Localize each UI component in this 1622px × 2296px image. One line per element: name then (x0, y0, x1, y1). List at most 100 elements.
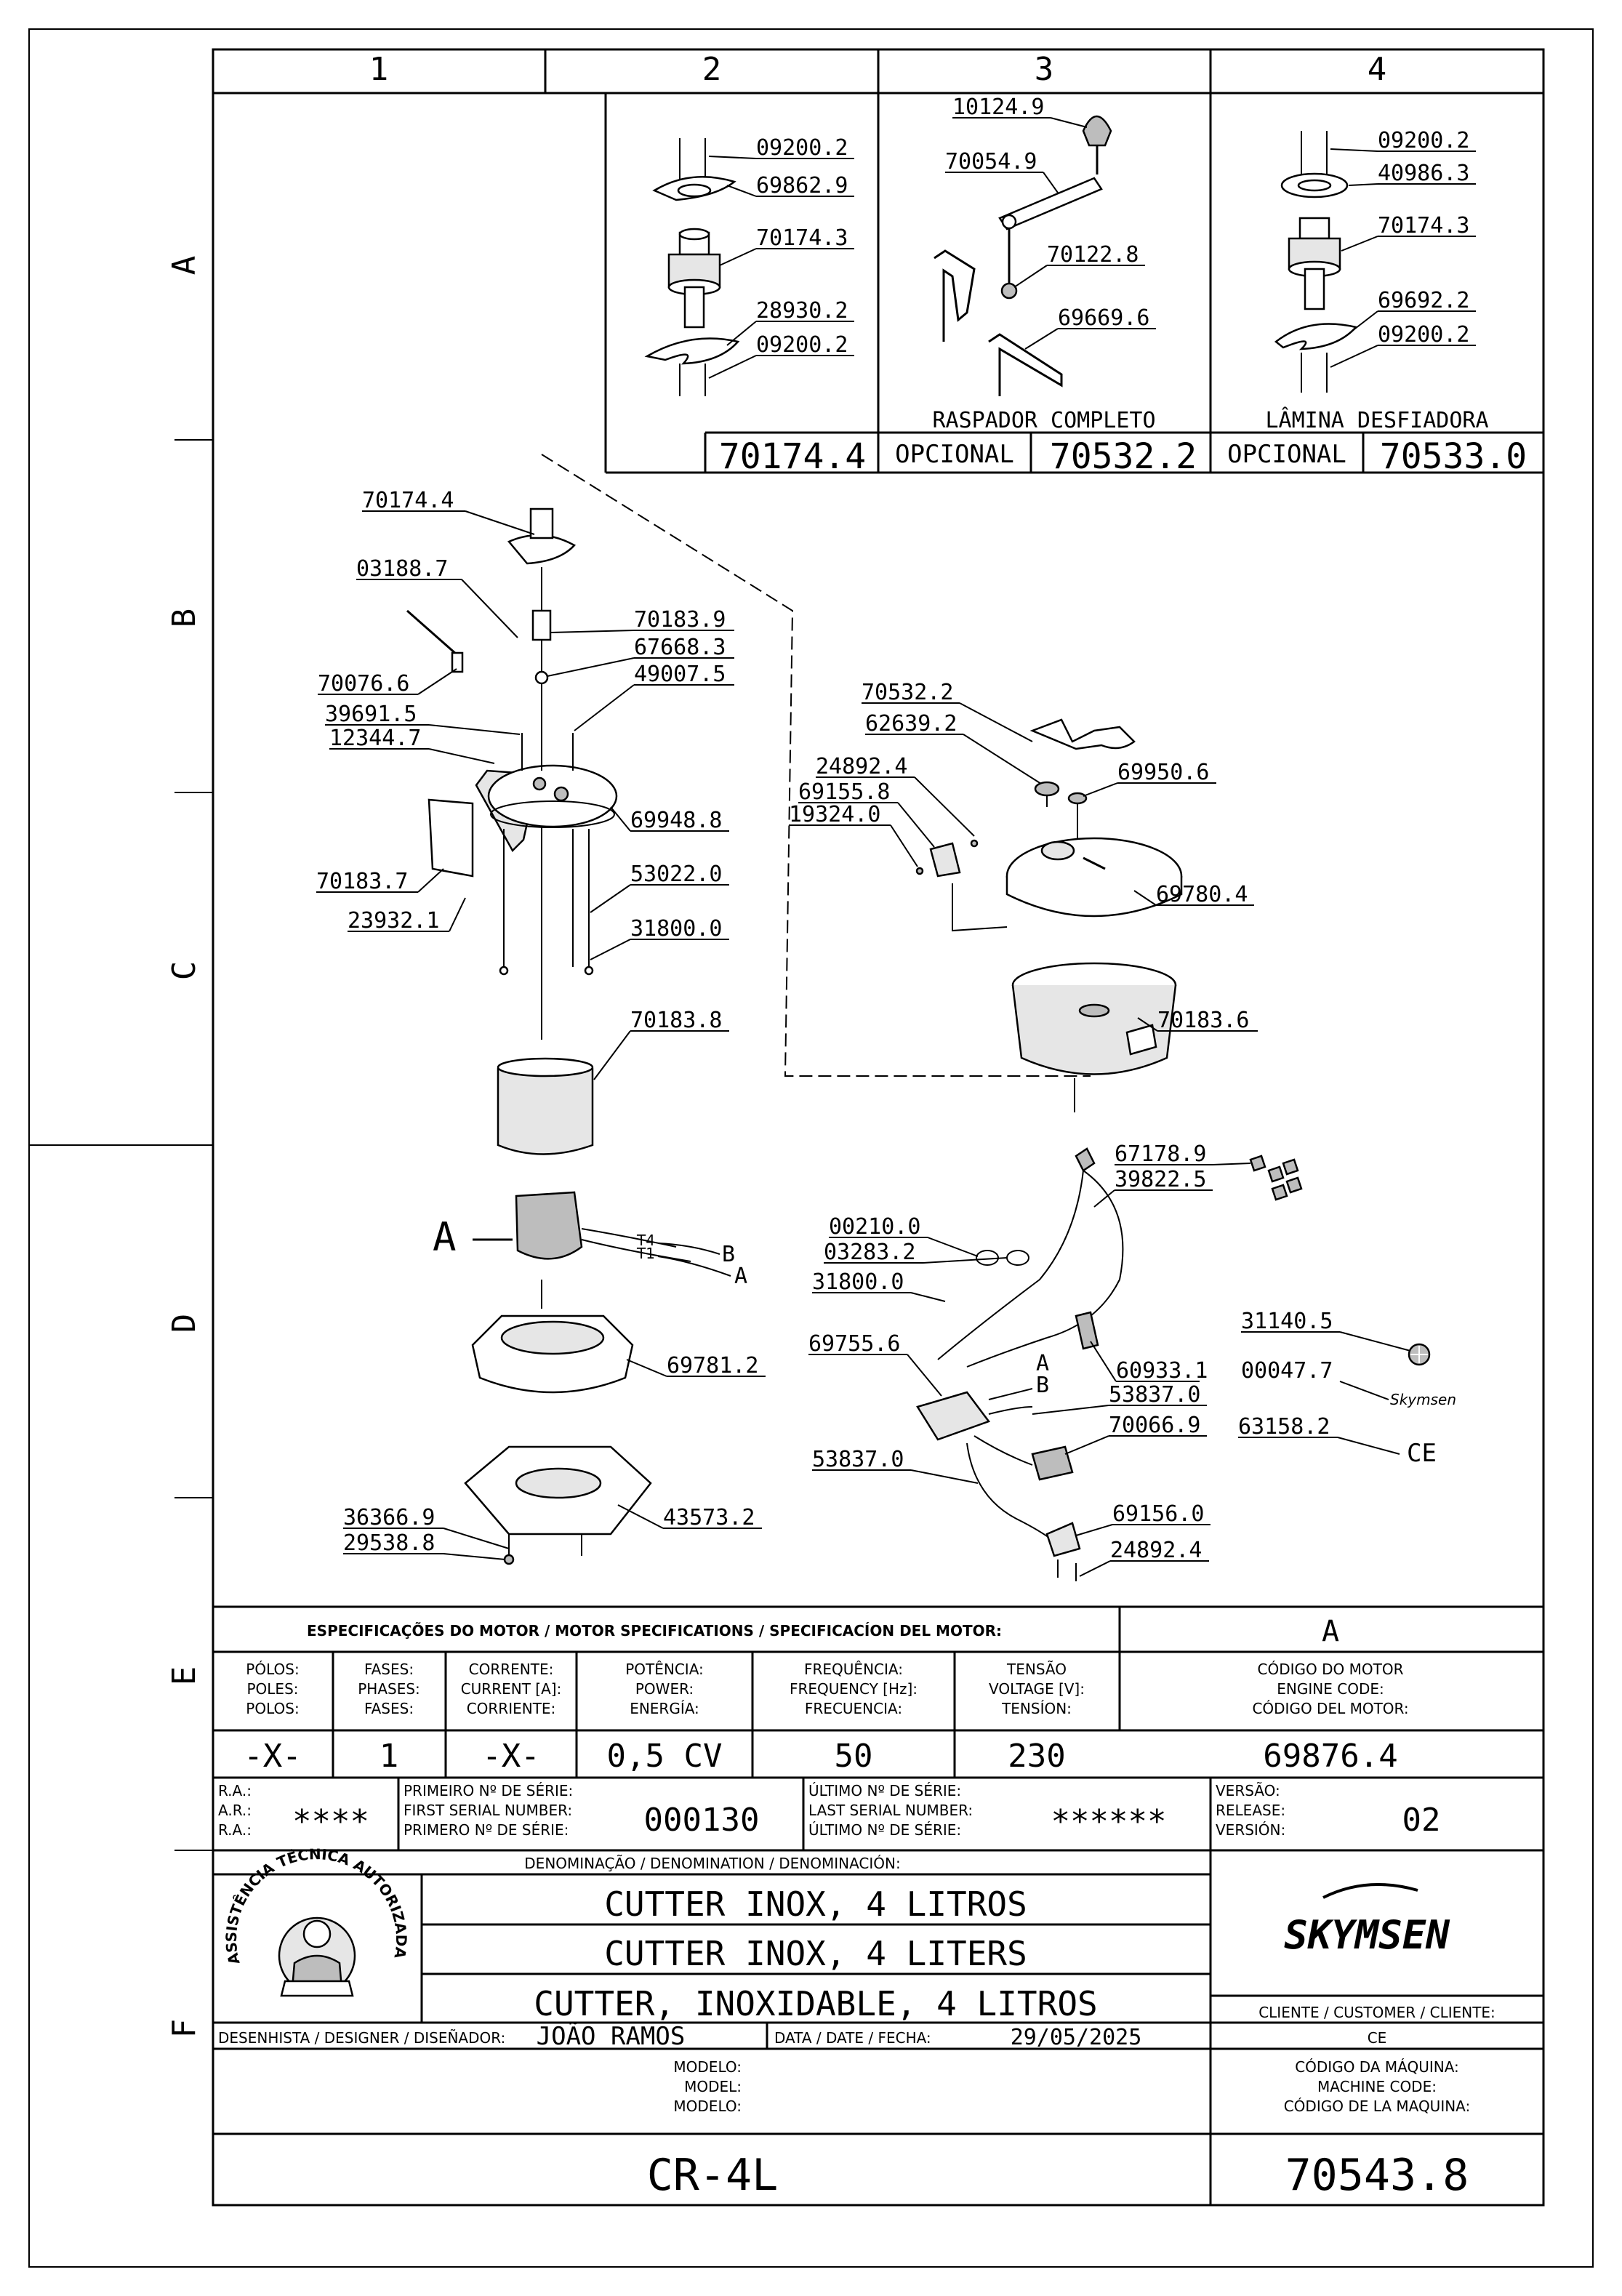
part-label-24892-4-bottom: 24892.4 (1110, 1538, 1202, 1563)
last-serial-value: ****** (1051, 1803, 1167, 1840)
spec-current-l3: CORRIENTE: (467, 1700, 556, 1717)
spec-power-l3: ENERGÍA: (630, 1700, 699, 1717)
engine-code-value: 69876.4 (1263, 1738, 1397, 1775)
option-code-70174-4: 70174.4 (719, 436, 866, 477)
part-label-12344-7: 12344.7 (329, 726, 421, 751)
ra-value: **** (292, 1803, 369, 1840)
option-part-labels: 09200.2 69862.9 70174.3 28930.2 09200.2 … (708, 95, 1476, 379)
ra-label-2: A.R.: (218, 1802, 252, 1819)
small-brand-logo: Skymsen (1390, 1391, 1456, 1408)
spec-phases-value: 1 (380, 1738, 399, 1775)
option-caption-scraper: RASPADOR COMPLETO (932, 408, 1155, 433)
electrical-part-labels: 67178.9 39822.5 00210.0 03283.2 31800.0 … (808, 1141, 1411, 1577)
authorized-service-seal: ASSISTÊNCIA TÉCNICA AUTORIZADA (222, 1845, 410, 1997)
option-code-70533-0: 70533.0 (1380, 436, 1527, 477)
model-value: CR-4L (647, 2150, 779, 2201)
part-label-00047-7: 00047.7 (1241, 1358, 1333, 1384)
version-l1: VERSÃO: (1216, 1782, 1280, 1799)
ce-mark: CE (1407, 1439, 1437, 1468)
row-label-a: A (166, 256, 203, 276)
spec-power-l1: POTÊNCIA: (625, 1661, 704, 1678)
main-exploded-view (406, 454, 1091, 1565)
motor-specs-table: ESPECIFICAÇÕES DO MOTOR / MOTOR SPECIFIC… (213, 1605, 1543, 1779)
part-label-36366-9: 36366.9 (343, 1505, 435, 1530)
part-label-69155-8: 69155.8 (798, 779, 890, 805)
machine-code-l1: CÓDIGO DA MÁQUINA: (1295, 2058, 1459, 2076)
shredder-blade-drawing (1274, 131, 1358, 393)
part-label-67668-3: 67668.3 (634, 635, 726, 660)
part-label-70532-2: 70532.2 (862, 680, 953, 705)
part-label-69780-4: 69780.4 (1156, 882, 1248, 907)
part-label-29538-8: 29538.8 (343, 1530, 435, 1556)
first-serial-l1: PRIMEIRO Nº DE SÉRIE: (404, 1782, 573, 1799)
spec-frequency-l1: FREQUÊNCIA: (804, 1661, 903, 1678)
version-l2: RELEASE: (1216, 1802, 1285, 1819)
part-label-49007-5: 49007.5 (634, 662, 726, 687)
spec-power-l2: POWER: (635, 1680, 694, 1698)
row-label-d: D (166, 1314, 203, 1333)
part-label-43573-2: 43573.2 (663, 1505, 755, 1530)
spec-poles-l2: POLES: (246, 1680, 298, 1698)
part-label-70183-9: 70183.9 (634, 607, 726, 633)
wire-letter-a: A (734, 1264, 747, 1289)
spec-voltage-l1: TENSÃO (1006, 1661, 1067, 1678)
part-label-a2-09200-2-top: 09200.2 (756, 135, 848, 161)
part-label-19324-0: 19324.0 (789, 802, 880, 827)
option-boxes: 70174.4 OPCIONAL 70532.2 OPCIONAL 70533.… (604, 93, 1543, 477)
machine-code-l2: MACHINE CODE: (1317, 2078, 1437, 2095)
part-label-39691-5: 39691.5 (325, 702, 417, 727)
model-label-2: MODEL: (684, 2078, 742, 2095)
row-label-b: B (166, 609, 203, 628)
part-label-39822-5: 39822.5 (1115, 1167, 1206, 1192)
part-label-53837-0-bottom: 53837.0 (812, 1447, 904, 1472)
denomination-pt: CUTTER INOX, 4 LITROS (604, 1884, 1027, 1924)
part-label-67178-9: 67178.9 (1115, 1141, 1206, 1167)
spec-power-value: 0,5 CV (607, 1738, 723, 1775)
part-label-03188-7: 03188.7 (356, 556, 448, 582)
spec-frequency-l2: FREQUENCY [Hz]: (790, 1680, 918, 1698)
part-label-70122-8: 70122.8 (1047, 242, 1139, 268)
spec-voltage-l2: VOLTAGE [V]: (989, 1680, 1085, 1698)
wire-letter-b: B (722, 1242, 735, 1267)
wire-letter-b-board: B (1036, 1373, 1049, 1398)
spec-phases-l2: PHASES: (358, 1680, 420, 1698)
spec-phases-l1: FASES: (364, 1661, 414, 1678)
part-label-23932-1: 23932.1 (348, 908, 439, 934)
spec-current-l2: CURRENT [A]: (461, 1680, 562, 1698)
model-label-3: MODELO: (673, 2098, 742, 2115)
part-label-a4-09200-2-top: 09200.2 (1378, 128, 1469, 153)
first-serial-value: 000130 (644, 1802, 760, 1839)
option-label-blade: OPCIONAL (1227, 440, 1346, 469)
spec-poles-l1: PÓLOS: (246, 1661, 299, 1678)
designer-name: JOÃO RAMOS (537, 2022, 686, 2051)
last-serial-l2: LAST SERIAL NUMBER: (808, 1802, 973, 1819)
part-label-69950-6: 69950.6 (1117, 760, 1209, 785)
part-label-31800-0: 31800.0 (630, 916, 722, 942)
part-label-00210-0: 00210.0 (829, 1214, 920, 1240)
engine-code-l1: CÓDIGO DO MOTOR (1258, 1661, 1404, 1678)
part-label-a2-09200-2-bottom: 09200.2 (756, 332, 848, 358)
spec-voltage-l3: TENSÍON: (1001, 1700, 1072, 1717)
brand-logo: SKYMSEN (1284, 1912, 1450, 1958)
spec-frequency-value: 50 (835, 1738, 873, 1775)
left-part-labels: 70174.4 03188.7 70183.9 67668.3 49007.5 … (316, 488, 766, 1560)
part-label-a2-70174-3: 70174.3 (756, 225, 848, 251)
option-caption-blade: LÂMINA DESFIADORA (1265, 407, 1488, 433)
wire-label-t1: T1 (636, 1245, 655, 1262)
client-value: CE (1368, 2029, 1387, 2047)
blade-assembly-drawing (644, 138, 740, 396)
version-l3: VERSIÓN: (1216, 1821, 1285, 1839)
spec-current-l1: CORRENTE: (469, 1661, 554, 1678)
column-label-2: 2 (702, 51, 722, 88)
column-label-4: 4 (1368, 51, 1387, 88)
first-serial-l3: PRIMERO Nº DE SÉRIE: (404, 1821, 569, 1839)
column-labels: 1 2 3 4 (369, 51, 1387, 88)
part-label-69156-0: 69156.0 (1112, 1501, 1204, 1527)
date-label: DATA / DATE / FECHA: (774, 2029, 931, 2047)
spec-frequency-l3: FRECUENCIA: (805, 1700, 902, 1717)
wire-label-t4: T4 (636, 1232, 655, 1249)
part-label-63158-2: 63158.2 (1238, 1414, 1330, 1440)
row-labels: A B C D E F (166, 256, 203, 2039)
denomination-es: CUTTER, INOXIDABLE, 4 LITROS (534, 1984, 1097, 2023)
